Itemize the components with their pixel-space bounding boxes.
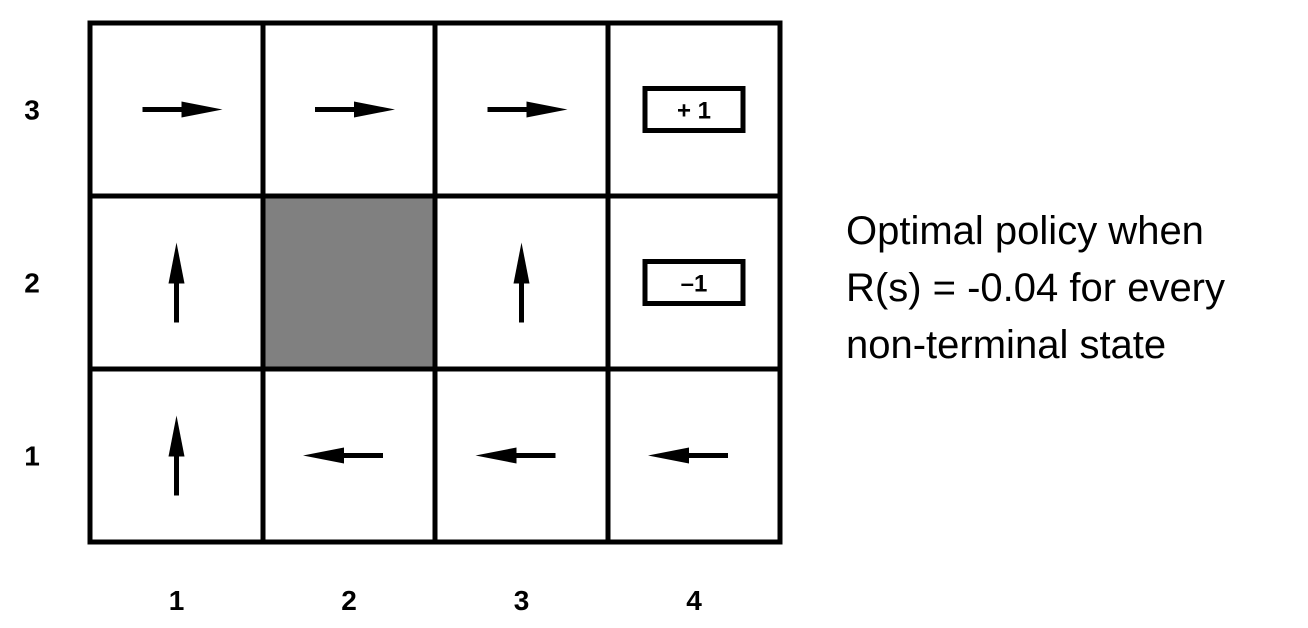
terminal-reward-box: –1 [642,259,746,306]
arrow-left-icon [303,447,383,464]
caption: Optimal policy when R(s) = -0.04 for eve… [846,203,1301,374]
arrow-left-icon [475,447,556,464]
arrow-up-icon [168,415,185,496]
row-label: 3 [24,95,40,126]
arrow-right-icon [487,101,568,118]
axis-labels: 1 2 3 4 3 2 1 [24,95,702,617]
cell-marks: + 1 –1 [142,86,746,496]
arrow-right-icon [315,101,395,118]
column-label: 2 [341,585,357,616]
arrow-up-icon [513,242,530,323]
column-label: 4 [686,585,702,616]
terminal-reward-label: –1 [681,271,708,298]
wall-cell [263,196,435,369]
arrow-up-icon [168,242,185,323]
terminal-reward-box: + 1 [642,86,746,133]
caption-line-2: R(s) = -0.04 for every [846,266,1226,310]
column-label: 1 [169,585,185,616]
column-label: 3 [514,585,530,616]
arrow-right-icon [142,101,223,118]
row-label: 2 [24,268,40,299]
row-label: 1 [24,441,40,472]
arrow-left-icon [648,447,728,464]
grid-lines [87,20,783,545]
caption-line-3: non-terminal state [846,323,1167,367]
caption-line-1: Optimal policy when [846,209,1204,253]
terminal-reward-label: + 1 [677,98,711,125]
grid-cells [263,196,435,369]
